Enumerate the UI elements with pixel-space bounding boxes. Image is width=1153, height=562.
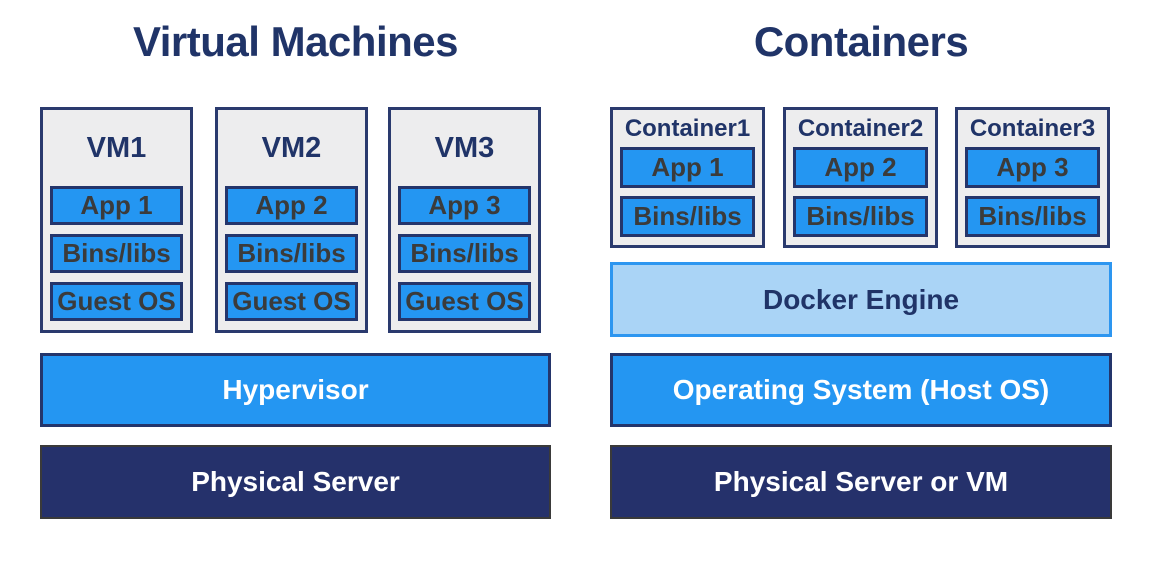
container1-binslibs-layer: Bins/libs [620, 196, 755, 237]
vm2-app-layer: App 2 [225, 186, 358, 225]
hypervisor-bar: Hypervisor [40, 353, 551, 427]
vm2-binslibs-layer: Bins/libs [225, 234, 358, 273]
container3-label: Container3 [969, 114, 1096, 142]
container2-app-layer: App 2 [793, 147, 928, 188]
docker-engine-bar: Docker Engine [610, 262, 1112, 337]
container2-binslibs-layer: Bins/libs [793, 196, 928, 237]
container3-app-layer: App 3 [965, 147, 1100, 188]
vm1-app-layer: App 1 [50, 186, 183, 225]
container1-box: Container1 App 1 Bins/libs [610, 107, 765, 248]
container1-label: Container1 [624, 114, 751, 142]
right-panel-title: Containers [753, 18, 969, 65]
vm1-label: VM1 [86, 131, 147, 164]
physical-server-bar: Physical Server [40, 445, 551, 519]
vm1-binslibs-layer: Bins/libs [50, 234, 183, 273]
vm3-guestos-layer: Guest OS [398, 282, 531, 321]
container2-box: Container2 App 2 Bins/libs [783, 107, 938, 248]
physical-server-or-vm-bar: Physical Server or VM [610, 445, 1112, 519]
container1-app-layer: App 1 [620, 147, 755, 188]
container2-label: Container2 [797, 114, 924, 142]
vm3-binslibs-layer: Bins/libs [398, 234, 531, 273]
left-panel-title: Virtual Machines [132, 18, 459, 65]
container3-binslibs-layer: Bins/libs [965, 196, 1100, 237]
vm1-box: VM1 App 1 Bins/libs Guest OS [40, 107, 193, 333]
vm3-app-layer: App 3 [398, 186, 531, 225]
vm2-box: VM2 App 2 Bins/libs Guest OS [215, 107, 368, 333]
host-os-bar: Operating System (Host OS) [610, 353, 1112, 427]
vm3-label: VM3 [434, 131, 495, 164]
vm3-box: VM3 App 3 Bins/libs Guest OS [388, 107, 541, 333]
vm2-label: VM2 [261, 131, 322, 164]
container3-box: Container3 App 3 Bins/libs [955, 107, 1110, 248]
vm1-guestos-layer: Guest OS [50, 282, 183, 321]
vm2-guestos-layer: Guest OS [225, 282, 358, 321]
